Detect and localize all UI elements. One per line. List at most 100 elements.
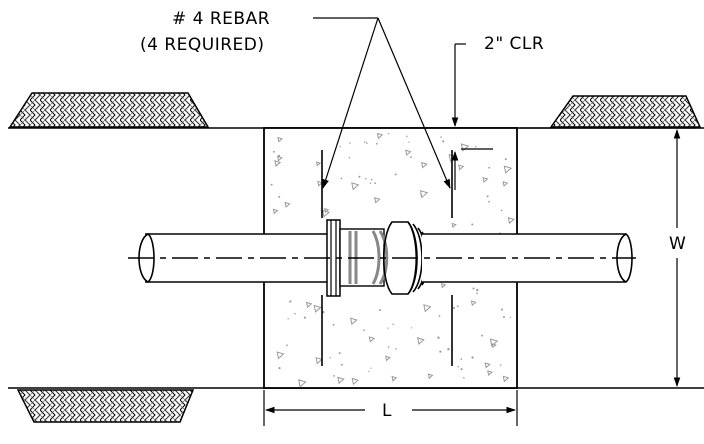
concrete-speck: [471, 356, 474, 359]
concrete-speck: [270, 183, 273, 186]
concrete-speck: [375, 142, 378, 145]
concrete-aggregate: [487, 370, 493, 376]
concrete-speck: [410, 156, 412, 158]
concrete-speck: [364, 177, 367, 180]
concrete-speck: [368, 370, 370, 373]
concrete-speck: [392, 323, 394, 325]
rebar-leader-arrow-right: [377, 17, 451, 189]
concrete-speck: [456, 305, 459, 308]
concrete-aggregate: [423, 304, 432, 313]
rebar-quantity-label: (4 REQUIRED): [140, 35, 265, 55]
concrete-speck: [366, 142, 368, 144]
concrete-speck: [471, 223, 474, 226]
concrete-speck: [294, 312, 296, 315]
concrete-speck: [278, 367, 281, 370]
concrete-aggregate: [305, 301, 313, 309]
concrete-speck: [303, 316, 306, 319]
concrete-speck: [481, 334, 484, 337]
concrete-speck: [500, 209, 503, 212]
concrete-aggregate: [284, 201, 291, 208]
concrete-speck: [387, 346, 390, 348]
concrete-speck: [475, 146, 477, 148]
concrete-speck: [332, 323, 335, 326]
concrete-speck: [406, 135, 408, 138]
concrete-aggregate: [491, 343, 497, 349]
concrete-aggregate: [470, 300, 477, 307]
concrete-aggregate: [315, 161, 322, 167]
concrete-speck: [340, 177, 343, 180]
concrete-speck: [363, 141, 366, 143]
concrete-aggregate: [502, 375, 510, 383]
concrete-speck: [340, 363, 343, 366]
rebar-label: # 4 REBAR: [172, 9, 270, 29]
rebar-leader-arrow-left: [322, 17, 379, 189]
concrete-aggregate: [458, 164, 465, 171]
concrete-speck: [460, 368, 463, 371]
concrete-speck: [442, 140, 445, 143]
concrete-speck: [460, 358, 463, 360]
ground-hatch-top-left: [8, 92, 210, 128]
clearance-label: 2" CLR: [484, 34, 544, 54]
length-dimension-label: L: [382, 401, 392, 421]
fitting-ring-4: [378, 230, 389, 285]
concrete-speck: [358, 175, 361, 178]
concrete-speck: [502, 316, 505, 319]
concrete-aggregate: [313, 304, 322, 313]
concrete-aggregate: [277, 136, 283, 143]
concrete-aggregate: [350, 317, 358, 326]
concrete-speck: [374, 182, 377, 185]
ground-hatch-bottom-left: [16, 389, 195, 423]
concrete-speck: [437, 336, 440, 339]
fitting-ring-3: [371, 230, 381, 285]
concrete-aggregate: [324, 207, 330, 214]
concrete-speck: [476, 288, 479, 292]
concrete-speck: [486, 195, 489, 198]
concrete-aggregate: [276, 351, 285, 360]
concrete-speck: [447, 348, 450, 351]
concrete-speck: [338, 352, 341, 355]
ground-hatch-top-right: [549, 95, 702, 128]
concrete-speck: [371, 178, 373, 181]
concrete-speck: [488, 166, 491, 169]
concrete-aggregate: [374, 197, 381, 204]
concrete-aggregate: [427, 373, 434, 380]
concrete-speck: [420, 193, 422, 196]
concrete-aggregate: [484, 362, 491, 369]
concrete-aggregate: [421, 161, 428, 169]
concrete-speck: [363, 329, 365, 331]
concrete-speck: [504, 158, 507, 161]
concrete-aggregate: [376, 132, 384, 140]
concrete-speck: [472, 287, 475, 290]
concrete-aggregate: [337, 376, 345, 385]
concrete-speck: [387, 327, 389, 329]
concrete-speck: [395, 348, 397, 350]
concrete-aggregate: [489, 338, 499, 347]
concrete-aggregate: [317, 180, 324, 187]
concrete-speck: [452, 307, 455, 310]
concrete-speck: [287, 318, 289, 320]
concrete-speck: [278, 195, 281, 198]
concrete-aggregate: [482, 176, 489, 183]
concrete-aggregate: [503, 165, 513, 174]
concrete-aggregate: [440, 282, 447, 289]
concrete-aggregate: [274, 160, 282, 167]
concrete-speck: [457, 365, 460, 368]
concrete-aggregate: [277, 155, 283, 162]
concrete-aggregate: [368, 336, 376, 343]
concrete-aggregate: [507, 217, 515, 225]
concrete-speck: [348, 156, 351, 159]
concrete-aggregate: [351, 377, 360, 386]
concrete-speck: [369, 182, 372, 185]
concrete-speck: [394, 173, 397, 176]
concrete-aggregate: [315, 356, 323, 365]
width-dimension-label: W: [669, 234, 686, 254]
concrete-speck: [349, 142, 351, 144]
concrete-speck: [500, 308, 503, 311]
concrete-aggregate: [385, 355, 391, 362]
concrete-speck: [339, 146, 341, 148]
concrete-speck: [410, 327, 413, 329]
concrete-speck: [476, 292, 478, 295]
concrete-aggregate: [405, 149, 412, 156]
concrete-speck: [488, 200, 490, 203]
